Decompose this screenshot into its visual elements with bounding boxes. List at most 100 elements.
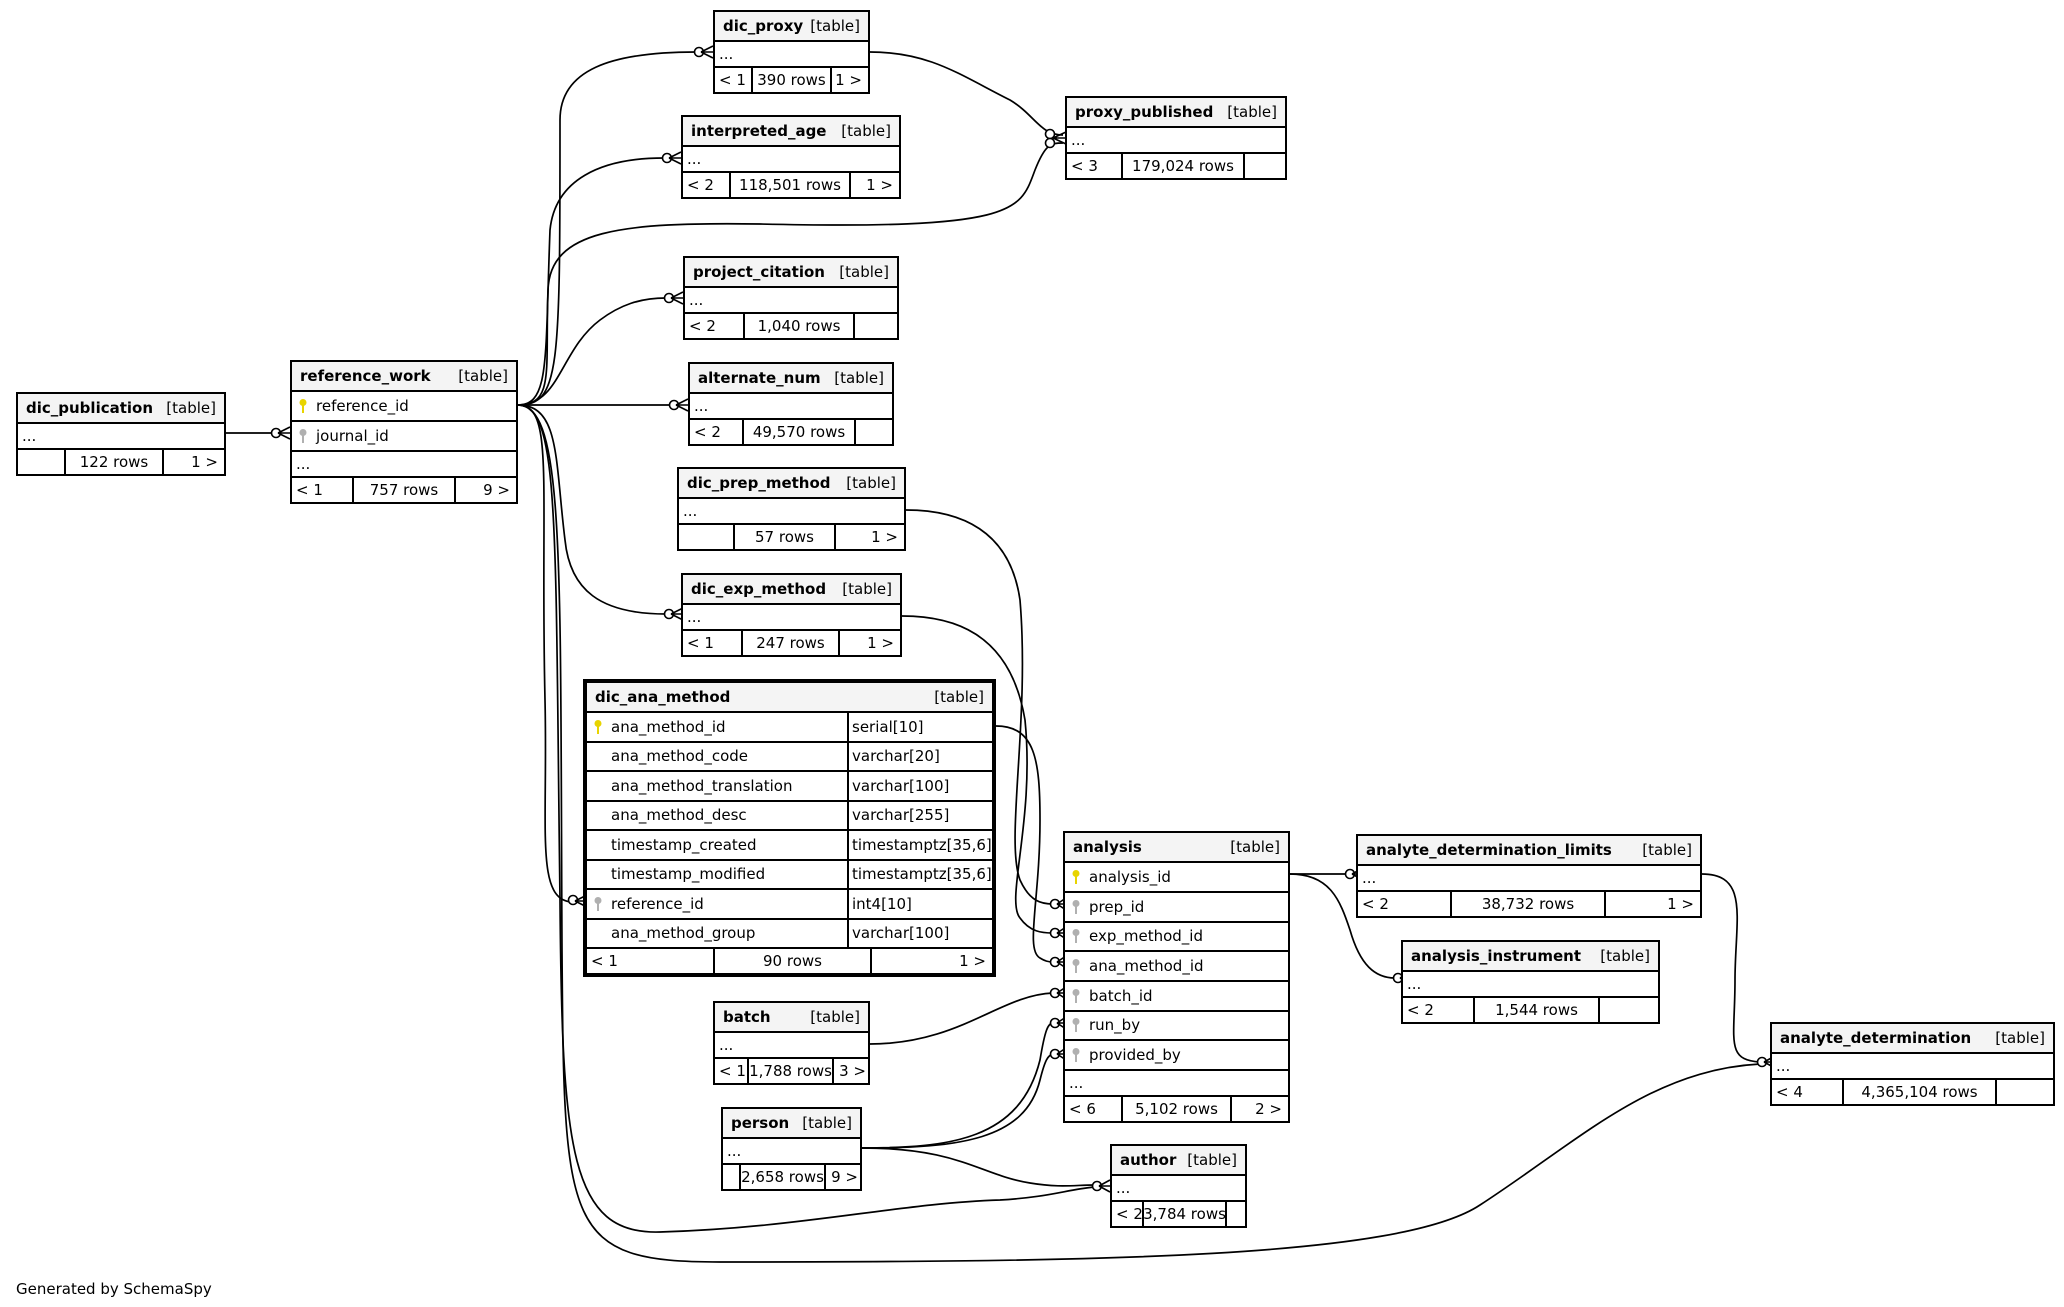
columns-ellipsis: ... (715, 42, 868, 68)
table-name: dic_publication (26, 399, 154, 417)
parent-count: < 2 (1358, 892, 1452, 916)
columns-ellipsis: ... (683, 147, 899, 173)
edge-person-analysis-provided-by (861, 1053, 1054, 1149)
crow-foot (277, 426, 291, 440)
parent-count: < 2 (683, 173, 731, 197)
table-name: dic_ana_method (595, 688, 731, 706)
column-row[interactable]: ana_method_id (1065, 952, 1288, 982)
edge-reference-work-interpreted-age (517, 157, 665, 406)
optional-marker (1049, 1017, 1061, 1029)
table-name: person (731, 1114, 790, 1132)
optional-marker (567, 894, 579, 906)
row-count: 2,658 rows (741, 1165, 826, 1189)
optional-marker (1044, 137, 1056, 149)
row-count: 179,024 rows (1123, 154, 1245, 178)
column-type: timestamptz[35,6] (847, 831, 992, 859)
column-name: journal_id (316, 427, 389, 445)
edge-person-analysis-run-by (861, 1022, 1054, 1149)
row-count: 118,501 rows (731, 173, 851, 197)
column-row[interactable]: analysis_id (1065, 863, 1288, 893)
optional-marker (1049, 987, 1061, 999)
foreign-key-icon (1065, 1017, 1087, 1033)
column-row[interactable]: exp_method_id (1065, 923, 1288, 952)
optional-marker (663, 608, 675, 620)
table-tag: [table] (934, 688, 984, 706)
foreign-key-icon (1065, 958, 1087, 974)
column-row[interactable]: run_by (1065, 1012, 1288, 1041)
row-count: 57 rows (735, 525, 836, 549)
column-name: reference_id (611, 894, 704, 913)
row-count: 1,788 rows (749, 1059, 834, 1083)
child-count (856, 420, 892, 444)
table-reference-work[interactable]: reference_work[table] reference_id journ… (290, 360, 518, 504)
column-name: ana_method_desc (611, 806, 747, 825)
column-name: ana_method_id (611, 717, 726, 736)
table-analyte-determination-limits[interactable]: analyte_determination_limits[table] ... … (1356, 834, 1702, 918)
optional-marker (1049, 898, 1061, 910)
table-name: alternate_num (698, 369, 821, 387)
table-header: interpreted_age[table] (683, 117, 899, 147)
parent-count: < 2 (1403, 998, 1475, 1022)
table-header: analysis_instrument[table] (1403, 942, 1658, 972)
column-row[interactable]: batch_id (1065, 982, 1288, 1012)
child-count: 1 > (866, 176, 893, 194)
column-name: analysis_id (1089, 868, 1171, 886)
columns-ellipsis: ... (685, 288, 897, 314)
table-tag: [table] (458, 367, 508, 385)
columns-ellipsis: ... (690, 394, 892, 420)
parent-count: < 2 (1112, 1202, 1144, 1226)
table-analysis[interactable]: analysis[table] analysis_id prep_id exp_… (1063, 831, 1290, 1123)
edge-person-author (861, 1147, 1095, 1187)
row-count: 1,544 rows (1475, 998, 1600, 1022)
parent-count: < 1 (715, 1059, 749, 1083)
child-count (855, 314, 897, 338)
crow-foot (700, 45, 714, 59)
column-row[interactable]: provided_by (1065, 1041, 1288, 1071)
table-header: analyte_determination_limits[table] (1358, 836, 1700, 866)
child-count: 1 > (867, 634, 894, 652)
optional-marker (270, 427, 282, 439)
table-name: proxy_published (1075, 103, 1214, 121)
parent-count: < 2 (690, 420, 744, 444)
columns-ellipsis: ... (292, 452, 516, 478)
edge-analyte-determination-limits-analyte-determination (1701, 873, 1761, 1063)
edge-reference-work-project-citation (517, 297, 667, 406)
column-row[interactable]: prep_id (1065, 893, 1288, 923)
columns-ellipsis: ... (1403, 972, 1658, 998)
table-tag: [table] (1995, 1029, 2045, 1047)
column-row[interactable]: reference_id (292, 392, 516, 422)
column-row[interactable]: journal_id (292, 422, 516, 452)
table-header: dic_publication[table] (18, 394, 224, 424)
table-header: dic_prep_method[table] (679, 469, 904, 499)
row-count: 390 rows (753, 68, 832, 92)
edge-dic-ana-method-analysis (995, 725, 1054, 963)
columns-ellipsis: ... (679, 499, 904, 525)
